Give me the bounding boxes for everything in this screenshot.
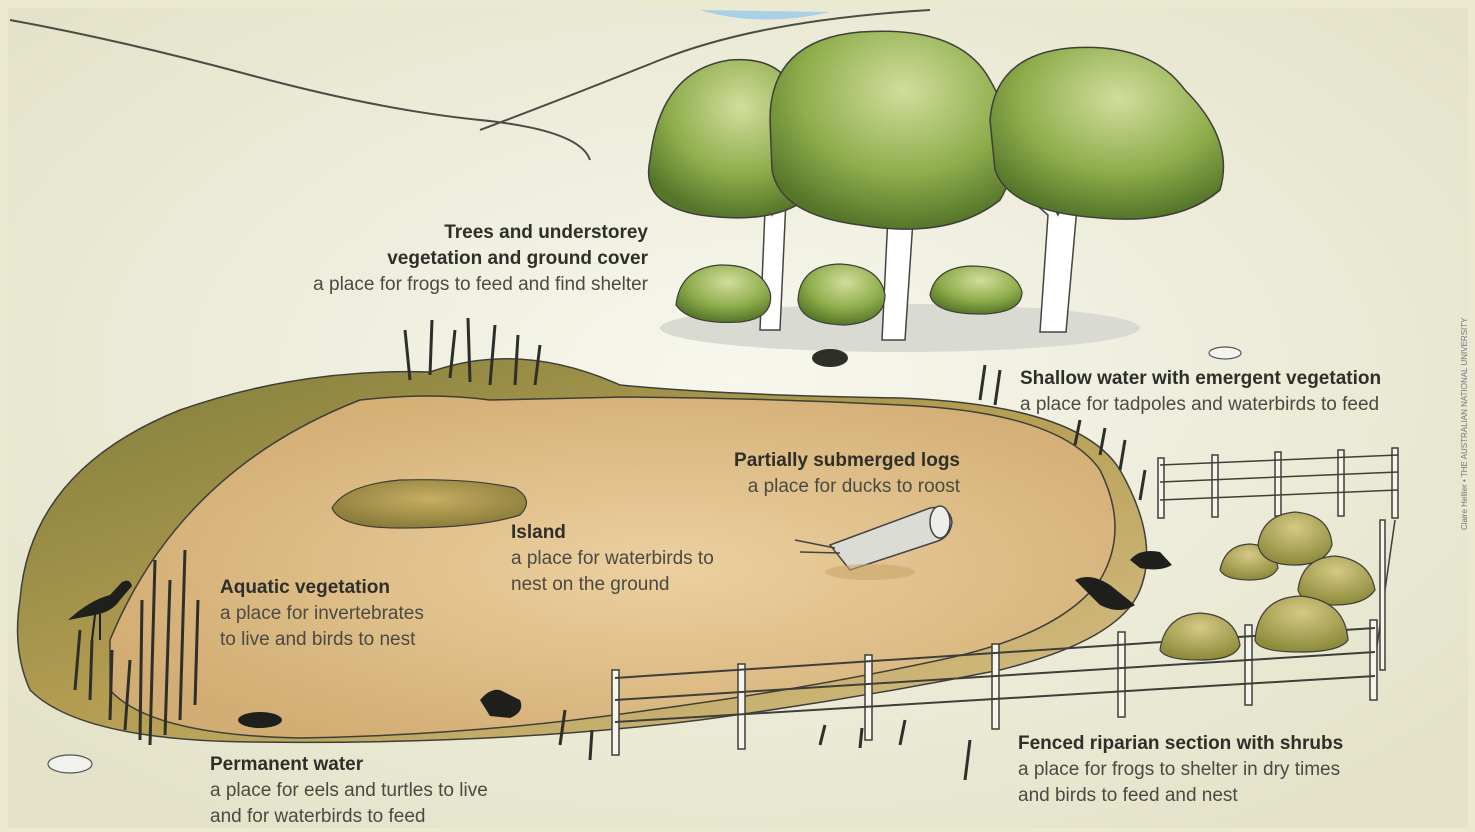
label-trees: Trees and understorey vegetation and gro… [228, 220, 648, 298]
stone-icon-2 [48, 755, 92, 773]
label-island: Island a place for waterbirds to nest on… [511, 520, 771, 598]
label-island-desc-2: nest on the ground [511, 572, 771, 598]
label-shallow-desc: a place for tadpoles and waterbirds to f… [1020, 392, 1465, 418]
label-trees-title-1: Trees and understorey [228, 220, 648, 246]
label-aquatic-desc-2: to live and birds to nest [220, 627, 490, 653]
label-fenced: Fenced riparian section with shrubs a pl… [1018, 731, 1438, 809]
label-fenced-desc-1: a place for frogs to shelter in dry time… [1018, 757, 1438, 783]
label-shallow-title: Shallow water with emergent vegetation [1020, 366, 1465, 392]
label-fenced-title: Fenced riparian section with shrubs [1018, 731, 1438, 757]
frog-icon [812, 349, 848, 367]
stone-icon [1209, 347, 1241, 359]
island [332, 480, 526, 528]
credit-text: Claire Hellier • THE AUSTRALIAN NATIONAL… [1460, 318, 1469, 530]
label-permanent: Permanent water a place for eels and tur… [210, 752, 580, 830]
label-permanent-desc-1: a place for eels and turtles to live [210, 778, 580, 804]
label-logs-desc: a place for ducks to roost [630, 474, 960, 500]
label-permanent-desc-2: and for waterbirds to feed [210, 804, 580, 830]
label-logs-title: Partially submerged logs [630, 448, 960, 474]
label-aquatic-title: Aquatic vegetation [220, 575, 490, 601]
label-island-desc-1: a place for waterbirds to [511, 546, 771, 572]
label-island-title: Island [511, 520, 771, 546]
label-logs: Partially submerged logs a place for duc… [630, 448, 960, 500]
label-fenced-desc-2: and birds to feed and nest [1018, 783, 1438, 809]
turtle-icon [238, 712, 282, 728]
label-permanent-title: Permanent water [210, 752, 580, 778]
label-aquatic: Aquatic vegetation a place for invertebr… [220, 575, 490, 653]
label-trees-title-2: vegetation and ground cover [228, 246, 648, 272]
label-shallow: Shallow water with emergent vegetation a… [1020, 366, 1465, 418]
label-trees-desc: a place for frogs to feed and find shelt… [228, 272, 648, 298]
label-aquatic-desc-1: a place for invertebrates [220, 601, 490, 627]
